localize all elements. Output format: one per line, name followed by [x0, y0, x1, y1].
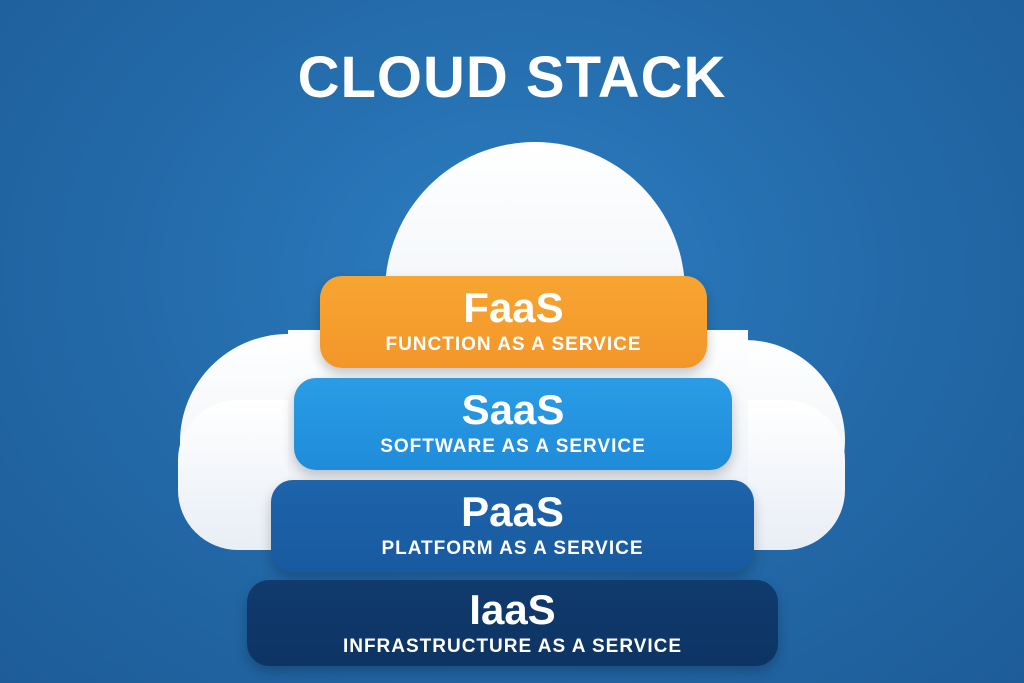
layer-iaas: IaaS INFRASTRUCTURE AS A SERVICE: [247, 580, 778, 666]
layer-description: SOFTWARE AS A SERVICE: [380, 436, 646, 457]
diagram-title: CLOUD STACK: [297, 45, 727, 110]
layer-paas: PaaS PLATFORM AS A SERVICE: [271, 480, 754, 572]
layer-abbr: PaaS: [461, 488, 564, 535]
layer-description: INFRASTRUCTURE AS A SERVICE: [342, 636, 683, 657]
layer-description: PLATFORM AS A SERVICE: [381, 538, 644, 559]
layer-description: FUNCTION AS A SERVICE: [385, 334, 642, 355]
layer-faas: FaaS FUNCTION AS A SERVICE: [320, 276, 707, 368]
layer-abbr: IaaS: [469, 586, 556, 633]
layer-abbr: FaaS: [463, 284, 564, 331]
layer-abbr: SaaS: [461, 386, 565, 433]
layer-saas: SaaS SOFTWARE AS A SERVICE: [294, 378, 732, 470]
